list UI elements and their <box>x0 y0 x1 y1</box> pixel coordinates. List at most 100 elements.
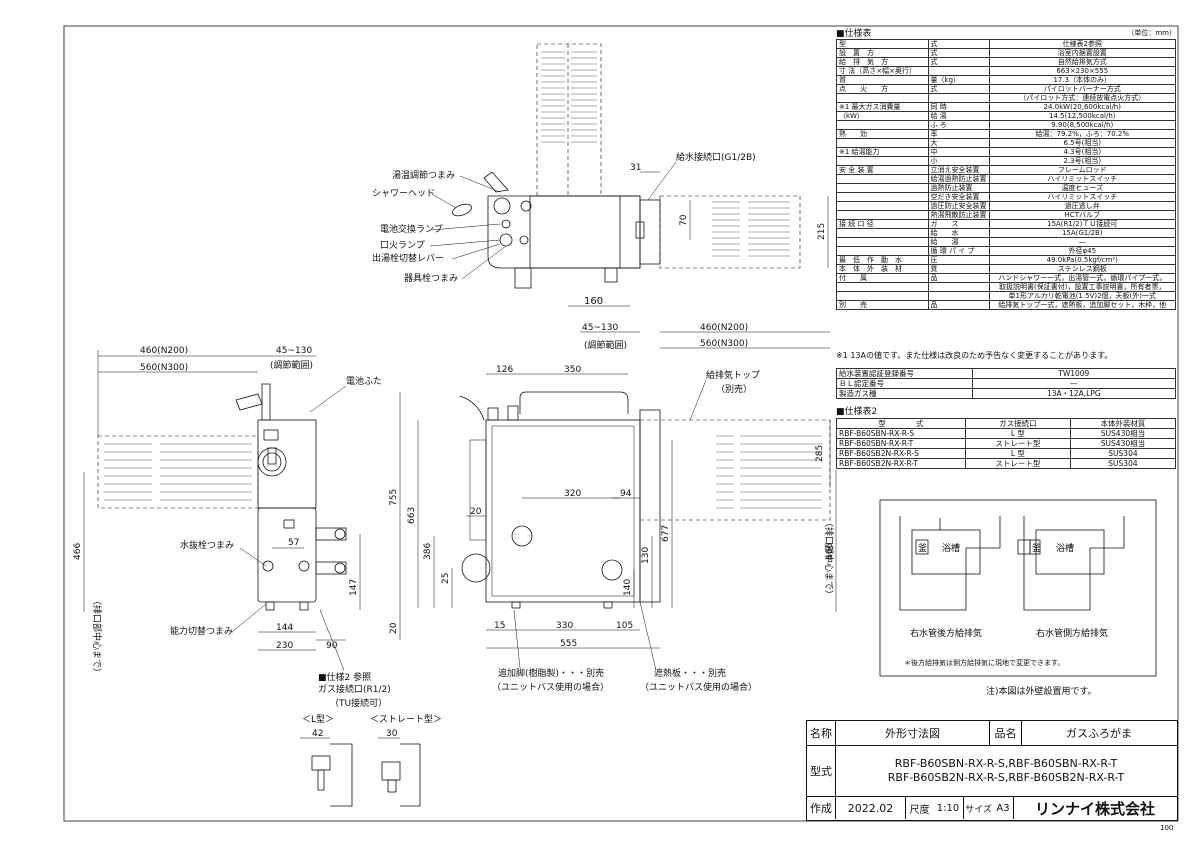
spec-value: 49.0kPa(0.5kgf/cm²) <box>988 255 1177 265</box>
spec-value: — <box>988 237 1177 247</box>
spec-key: 給 排 気 方 <box>836 57 929 67</box>
page-code: 100 <box>1160 824 1174 832</box>
spec-value: 過圧逃し弁 <box>988 201 1177 211</box>
label-exhaust-top: 給排気トップ <box>706 369 760 381</box>
spec-key: 質 <box>836 75 929 85</box>
tb-company: リンナイ株式会社 <box>1013 797 1176 819</box>
dim-386: 386 <box>423 543 433 560</box>
tb-model-line2: RBF-B60SB2N-RX-R-S,RBF-B60SB2N-RX-R-T <box>887 771 1125 784</box>
dim-140: 140 <box>623 579 633 596</box>
dim-320: 320 <box>564 489 581 499</box>
exhaust-top-hatch <box>541 51 597 143</box>
spec2-model: RBF-B60SB2N-RX-R-S <box>836 448 966 459</box>
spec-heading: ■仕様表 <box>836 29 872 39</box>
spec-subkey: 式 <box>927 39 990 49</box>
spec-key: ※1 最大ガス消費量 <box>836 102 929 112</box>
spec-value: ハイリミットスイッチ <box>988 192 1177 202</box>
dim-215: 215 <box>817 223 827 240</box>
spec-value: 単1形アルカリ乾電池(1.5V)2個，天板(外)一式 <box>988 291 1177 301</box>
spec-value: ハンドシャワー一式，出湯管一式，循環パイプ一式， <box>988 273 1177 283</box>
spec-subkey <box>927 93 990 103</box>
spec-row: 給 排 気 方式自然給排気方式 <box>836 57 1177 67</box>
dim-755: 755 <box>389 489 399 506</box>
spec-key <box>836 174 929 184</box>
top-body-outline <box>487 195 641 269</box>
dim-30: 30 <box>386 729 398 739</box>
label-spec2-ref: ■仕様2 参照 <box>318 671 371 683</box>
label-unitbath-2: （ユニットバス使用の場合） <box>640 681 757 693</box>
spec-key <box>836 120 929 130</box>
spec-key: 熱 効 <box>836 129 929 139</box>
spec-row: 設 置 方式浴室内据置設置 <box>836 48 1177 58</box>
install-unit-right: 釜 <box>1032 542 1041 554</box>
spec-row: 循 環 パ イ プ外径φ45 <box>836 246 1177 256</box>
spec-subkey: 空だき安全装置 <box>927 192 990 202</box>
dim-466-front: 466 <box>73 543 83 560</box>
spec2-model: RBF-B60SB2N-RX-R-T <box>836 458 966 469</box>
spec-value: 外径φ45 <box>988 246 1177 256</box>
tb-scale-label: 尺度 <box>905 797 933 819</box>
spec-subkey: 中 <box>927 147 990 157</box>
spec2-heading: ■仕様表2 <box>836 407 878 417</box>
tb-model-line1: RBF-B60SBN-RX-R-S,RBF-B60SBN-RX-R-T <box>894 757 1118 770</box>
cert-value: TW1009 <box>971 368 1177 379</box>
spec-subkey <box>927 282 990 292</box>
label-drain-knob: 水抜栓つまみ <box>180 539 234 551</box>
spec-value: 取扱説明書(保証書付)，設置工事説明書，所有者票， <box>988 282 1177 292</box>
dim-350: 350 <box>564 365 581 375</box>
tb-size: A3 <box>996 802 1010 814</box>
label-temp-knob: 湯温調節つまみ <box>392 169 455 181</box>
spec-row: 熱 効率給湯：79.2%，ふろ：70.2% <box>836 129 1177 139</box>
heat-shield <box>639 409 661 603</box>
spec-table: ■仕様表 （単位：mm） 型式仕様表2参照設 置 方式浴室内据置設置給 排 気 … <box>836 26 1177 310</box>
front-exhaust-outline <box>97 435 259 509</box>
install-unit-left: 釜 <box>918 542 927 554</box>
label-extra-leg: 追加脚(樹脂製)・・・別売 <box>498 667 604 679</box>
install-label-right: 右水管側方給排気 <box>1036 627 1108 639</box>
front-view: 電池ふた 水抜栓つまみ 能力切替つまみ ■仕様2 参照 ガス接続口(R1/2) … <box>73 346 391 709</box>
spec-value: 14.5(12,500kcal/h) <box>988 111 1177 121</box>
spec-subkey <box>927 66 990 76</box>
tb-made-label: 作成 <box>810 802 832 815</box>
spec-subkey: 品 <box>927 273 990 283</box>
spec-value: 2.3号(相当) <box>988 156 1177 166</box>
spec-key: 最 低 作 動 水 <box>836 255 929 265</box>
label-capacity-knob: 能力切替つまみ <box>170 625 233 637</box>
spec-key <box>836 93 929 103</box>
spec-key: 設 置 方 <box>836 48 929 58</box>
label-straight-type: ＜ストレート型＞ <box>370 714 442 725</box>
spec-subkey: 給 湯 <box>927 237 990 247</box>
spec-row: 単1形アルカリ乾電池(1.5V)2個，天板(外)一式 <box>836 291 1177 301</box>
dim-side-466: 466 <box>825 543 835 560</box>
spec-key <box>836 210 929 220</box>
dim-90: 90 <box>326 641 338 651</box>
spec2-material: SUS304 <box>1069 448 1177 459</box>
spec-value: 仕様表2参照 <box>988 39 1177 49</box>
tb-model-label: 型式 <box>810 765 832 778</box>
spec-subkey: 循 環 パ イ プ <box>927 246 990 256</box>
spec-value: 15A(R1/2)ＴＵ接続可 <box>988 219 1177 229</box>
spec-subkey: 過熱防止装置 <box>927 183 990 193</box>
spec-row: 点 火 方式パイロットバーナー方式 <box>836 84 1177 94</box>
tb-scale: 1:10 <box>936 802 960 814</box>
tb-date: 2022.02 <box>835 797 905 819</box>
spec2-material: SUS304 <box>1069 458 1177 469</box>
label-pilot-lamp: 口火ランプ <box>380 240 425 251</box>
tb-name-label: 名称 <box>810 727 832 740</box>
spec-key <box>836 183 929 193</box>
gas-connection-details: ＜L型＞ ＜ストレート型＞ 42 30 <box>300 714 442 807</box>
dim-side-bottom-20: 20 <box>389 622 399 634</box>
label-l-type: ＜L型＞ <box>302 714 334 725</box>
tb-product-label: 品名 <box>989 721 1021 745</box>
spec-row: 給湯過熱防止装置ハイリミットスイッチ <box>836 174 1177 184</box>
dim-460: 460(N200) <box>140 346 188 356</box>
dim-57: 57 <box>288 538 299 548</box>
dim-42: 42 <box>312 729 323 739</box>
dim-144: 144 <box>276 623 293 633</box>
